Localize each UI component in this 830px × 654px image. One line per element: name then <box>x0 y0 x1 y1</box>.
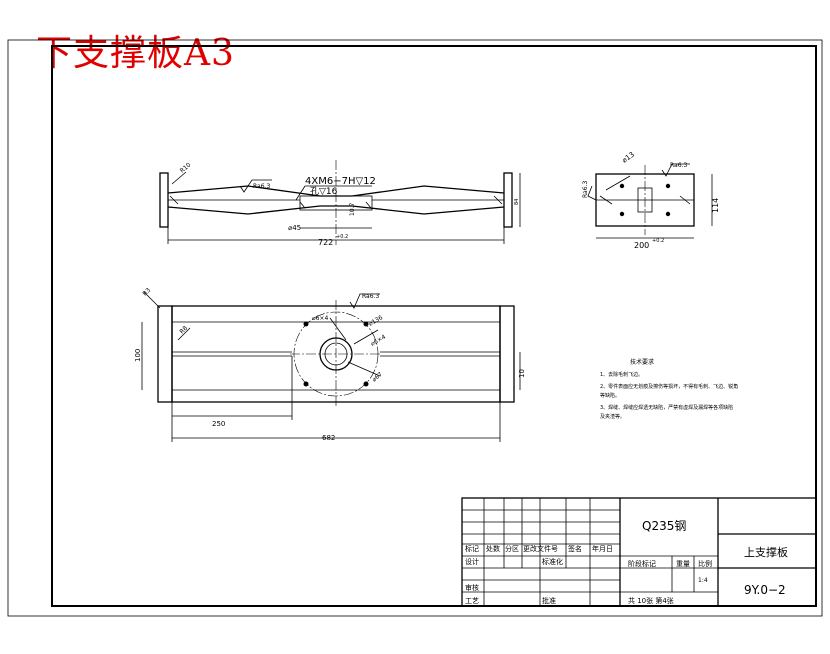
side-h114: 114 <box>711 198 720 213</box>
tech-line-2: 2、零件表面应无划痕及擦伤等损坏，不得有毛刺、飞边、锐角 <box>600 383 738 390</box>
front-dia45: ⌀45 <box>288 224 301 232</box>
tb-drawing-no: 9Y.0−2 <box>744 583 786 597</box>
tb-h-mark: 标记 <box>465 544 479 553</box>
top-h100: 100 <box>134 349 142 362</box>
tb-sheets: 共 10张 第4张 <box>628 596 674 605</box>
overlay-title: 下支撑板A3 <box>36 33 235 74</box>
tb-r-stage: 阶段标记 <box>628 559 656 568</box>
tb-h-date: 年月日 <box>592 544 613 553</box>
top-d136: ⌀136 <box>368 314 385 328</box>
tb-r-check: 审核 <box>465 583 479 592</box>
top-d64: ⌀6×4 <box>370 333 388 347</box>
top-view: R3 R8 Ra6.3 ⌀6×4 ⌀136 ⌀6×4 ⌀67 100 10 25… <box>134 287 526 442</box>
tb-material: Q235钢 <box>642 519 686 533</box>
tb-r-scale: 比例 <box>698 559 712 568</box>
outer-frame <box>7 39 823 617</box>
front-thread-note: 4XM6−7H▽12 <box>305 176 376 187</box>
tb-r-approve: 批准 <box>542 596 556 605</box>
front-view: Ra6.3 R10 4XM6−7H▽12 孔▽16 ⌀45 10.7 722 +… <box>159 160 521 247</box>
side-view: Ra6.3 Ra6.3 ⌀13 200 +0.2 114 <box>582 151 720 250</box>
front-ra: Ra6.3 <box>253 183 270 190</box>
top-r8: R8 <box>178 325 189 336</box>
front-h10: 10.7 <box>349 202 356 216</box>
top-len682: 682 <box>322 434 335 442</box>
top-r3: R3 <box>141 287 152 298</box>
tb-h-count: 处数 <box>486 544 500 553</box>
front-hole-depth: 孔▽16 <box>310 186 338 197</box>
tech-heading: 技术要求 <box>630 358 654 366</box>
tech-line-4: 3、焊缝、焊缝应焊透无缺陷，严禁有虚焊及漏焊等各项缺陷 <box>600 404 733 411</box>
top-d6: ⌀6×4 <box>312 315 328 322</box>
top-ra: Ra6.3 <box>362 293 379 300</box>
front-len722: 722 <box>318 238 333 247</box>
tech-line-5: 及夹渣等。 <box>600 413 625 420</box>
tb-r-process: 工艺 <box>465 597 479 605</box>
inner-border <box>51 45 817 607</box>
tb-h-sign: 签名 <box>568 544 582 553</box>
tb-r-design: 设计 <box>465 557 479 566</box>
top-len250: 250 <box>212 420 225 428</box>
svg-text:84: 84 <box>514 199 520 205</box>
side-w200: 200 <box>634 241 649 250</box>
side-ra-top: Ra6.3 <box>670 162 687 169</box>
tech-line-1: 1、去除毛刺飞边。 <box>600 371 643 378</box>
tb-h-doc: 更改文件号 <box>523 544 558 553</box>
tb-r-standard: 标准化 <box>542 557 563 566</box>
tb-r-weight: 重量 <box>676 560 690 568</box>
side-dia: ⌀13 <box>621 151 636 165</box>
side-ra-left: Ra6.3 <box>582 181 589 198</box>
top-r10: 10 <box>518 369 526 378</box>
tech-requirements: 技术要求 1、去除毛刺飞边。 2、零件表面应无划痕及擦伤等损坏，不得有毛刺、飞边… <box>600 358 738 420</box>
front-tol: +0.2 <box>336 234 348 240</box>
tb-h-zone: 分区 <box>505 544 519 553</box>
tb-part-name: 上支撑板 <box>744 545 788 559</box>
tb-scale-value: 1:4 <box>698 577 708 584</box>
side-tol: +0.2 <box>652 238 664 244</box>
tech-line-3: 等缺陷。 <box>600 392 620 399</box>
title-block: Q235钢 上支撑板 9Y.0−2 标记 处数 分区 更改文件号 签名 年月日 … <box>461 497 817 607</box>
